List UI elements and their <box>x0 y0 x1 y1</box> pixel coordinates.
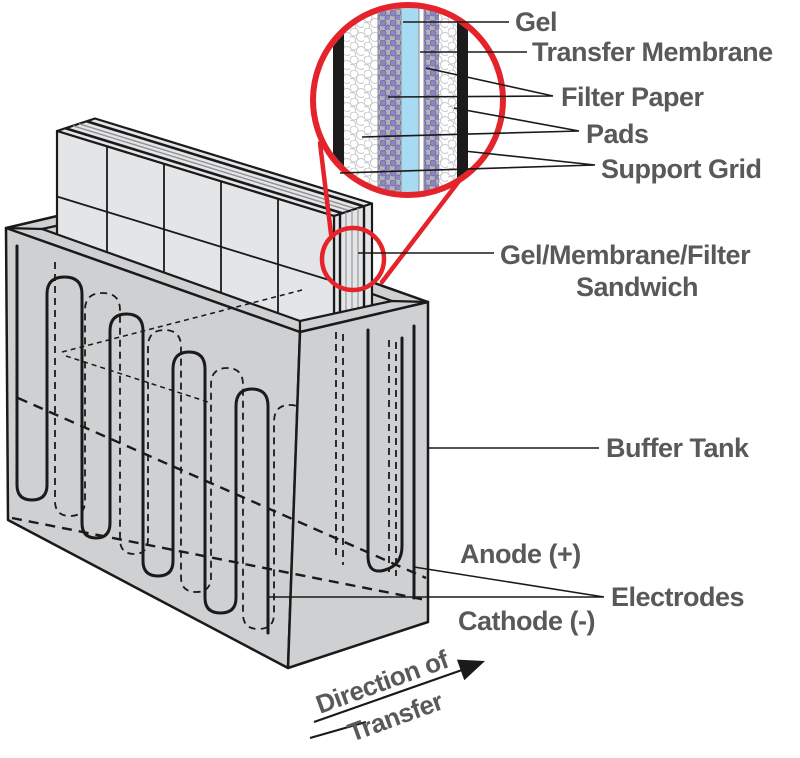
layer-pad-right <box>439 8 457 192</box>
anode-wire-loop <box>366 328 404 573</box>
magnifier-inset <box>310 2 506 293</box>
magnifier-big-circle <box>310 2 506 198</box>
tank-right-face <box>286 300 430 670</box>
label-pads: Pads <box>586 119 649 149</box>
label-buffer-tank: Buffer Tank <box>606 433 750 463</box>
leader-support-grid <box>339 150 596 174</box>
label-transfer-membrane: Transfer Membrane <box>532 37 773 67</box>
layer-pad-left <box>344 8 378 192</box>
label-anode: Anode (+) <box>460 539 581 569</box>
layer-membrane <box>418 8 425 192</box>
right-face-hidden-wires <box>335 332 397 576</box>
label-filter-paper: Filter Paper <box>561 82 705 112</box>
electrode-wires <box>15 244 416 635</box>
hidden-edges <box>11 289 427 602</box>
magnifier-small-circle <box>319 225 387 293</box>
cathode-wire <box>15 244 270 635</box>
label-cathode: Cathode (-) <box>458 606 595 636</box>
label-gel: Gel <box>515 7 557 37</box>
leader-electrodes <box>268 566 605 598</box>
leader-lines <box>268 21 605 598</box>
labels: Gel Transfer Membrane Filter Paper Pads … <box>458 7 774 636</box>
sandwich-panel <box>55 117 374 347</box>
label-electrodes: Electrodes <box>611 582 744 612</box>
direction-arrowhead <box>456 659 485 681</box>
layer-support-grid-right <box>457 8 468 192</box>
layer-gel <box>400 8 420 192</box>
layer-support-grid-left <box>333 8 344 192</box>
direction-of-transfer: Direction of Transfer <box>309 644 485 748</box>
leader-pads <box>361 107 580 138</box>
label-sandwich-line1: Gel/Membrane/Filter <box>500 240 751 270</box>
label-support-grid: Support Grid <box>601 154 761 184</box>
inset-layers <box>316 8 500 192</box>
leader-filter-paper <box>387 67 554 98</box>
label-sandwich-line2: Sandwich <box>576 272 698 302</box>
